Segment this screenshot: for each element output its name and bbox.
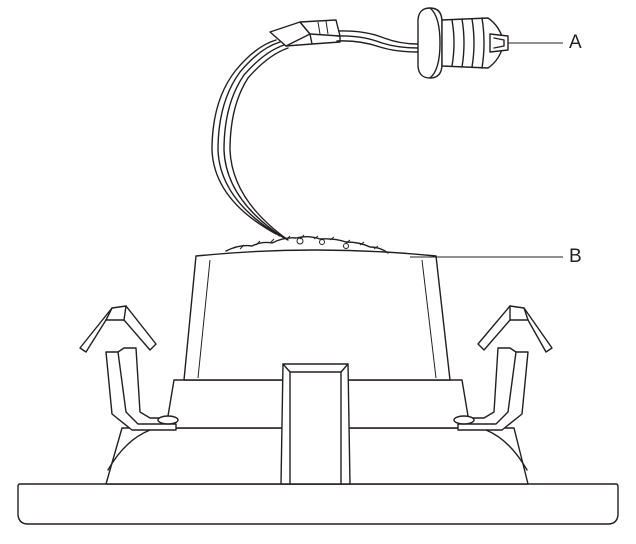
wire-bundle xyxy=(211,30,419,241)
leader-lines xyxy=(410,42,563,258)
right-spring-clip xyxy=(453,305,553,431)
upper-housing xyxy=(183,249,451,381)
trim-ring xyxy=(17,483,619,525)
center-bracket xyxy=(280,363,351,485)
left-spring-clip xyxy=(79,305,179,431)
wire-connector xyxy=(269,19,341,47)
callout-label-b: B xyxy=(569,246,582,267)
callout-label-a: A xyxy=(569,32,582,53)
driver-top-texture xyxy=(225,234,389,254)
socket-adapter xyxy=(417,7,509,79)
